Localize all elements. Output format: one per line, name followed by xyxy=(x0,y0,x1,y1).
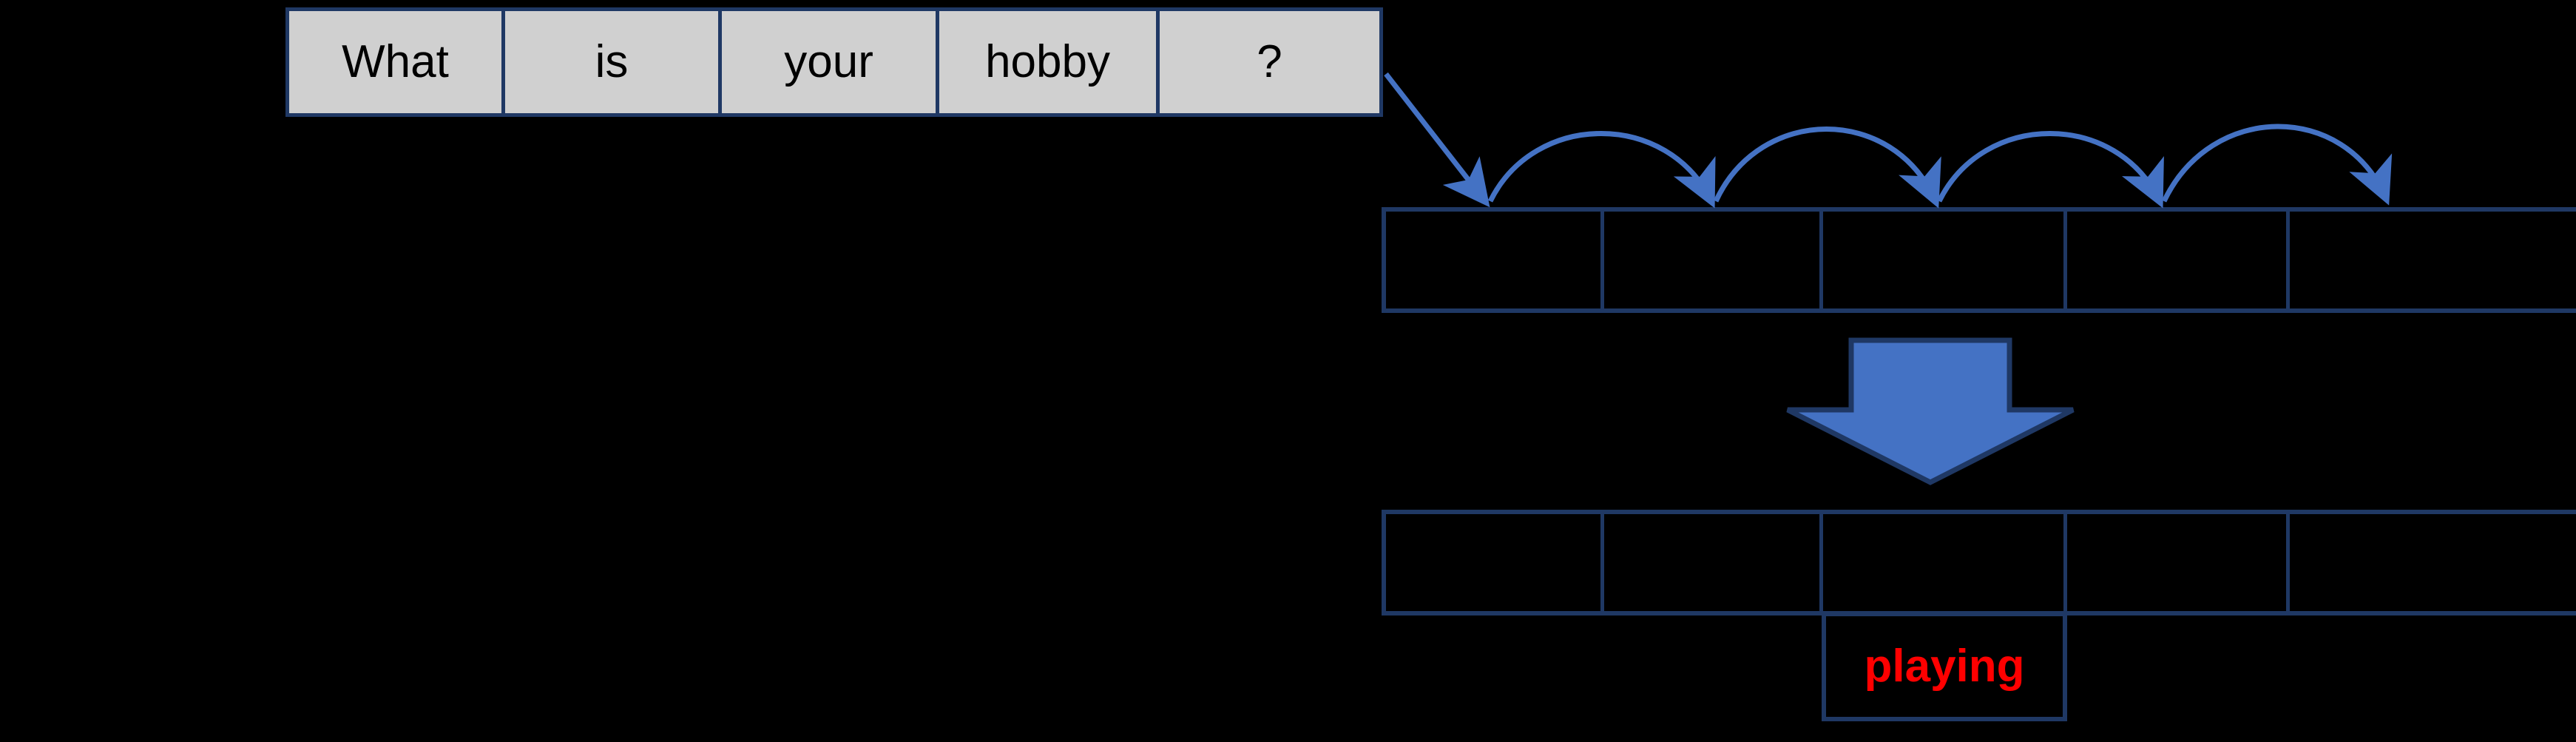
source-token-cell[interactable]: ? xyxy=(1160,11,1379,113)
source-token-cell[interactable]: your xyxy=(722,11,940,113)
transform-down-arrow xyxy=(1786,337,2075,485)
output-word-label: playing xyxy=(1864,641,2025,692)
encoder-slot[interactable] xyxy=(1604,212,1823,308)
source-token-cell[interactable]: hobby xyxy=(939,11,1160,113)
decoder-slot[interactable] xyxy=(1823,514,2067,611)
feed-arrow xyxy=(1384,72,1490,208)
source-sentence-table: What is your hobby ? xyxy=(285,7,1383,117)
decoder-slot[interactable] xyxy=(2290,514,2576,611)
encoder-slot[interactable] xyxy=(2290,212,2576,308)
decoder-slot-row xyxy=(1382,510,2576,615)
hop-arrow-3 xyxy=(1936,131,2164,209)
encoder-slot-row xyxy=(1382,207,2576,313)
decoder-slot[interactable] xyxy=(1604,514,1823,611)
output-word-box[interactable]: playing xyxy=(1822,612,2067,721)
encoder-slot[interactable] xyxy=(1823,212,2067,308)
hop-arrow-2 xyxy=(1713,127,1941,209)
decoder-slot[interactable] xyxy=(1386,514,1604,611)
decoder-slot[interactable] xyxy=(2067,514,2290,611)
hop-arrow-4 xyxy=(2161,124,2393,206)
source-token-cell[interactable]: is xyxy=(505,11,723,113)
source-token-cell[interactable]: What xyxy=(289,11,506,113)
hop-arrow-1 xyxy=(1487,131,1716,209)
encoder-slot[interactable] xyxy=(1386,212,1604,308)
encoder-slot[interactable] xyxy=(2067,212,2290,308)
